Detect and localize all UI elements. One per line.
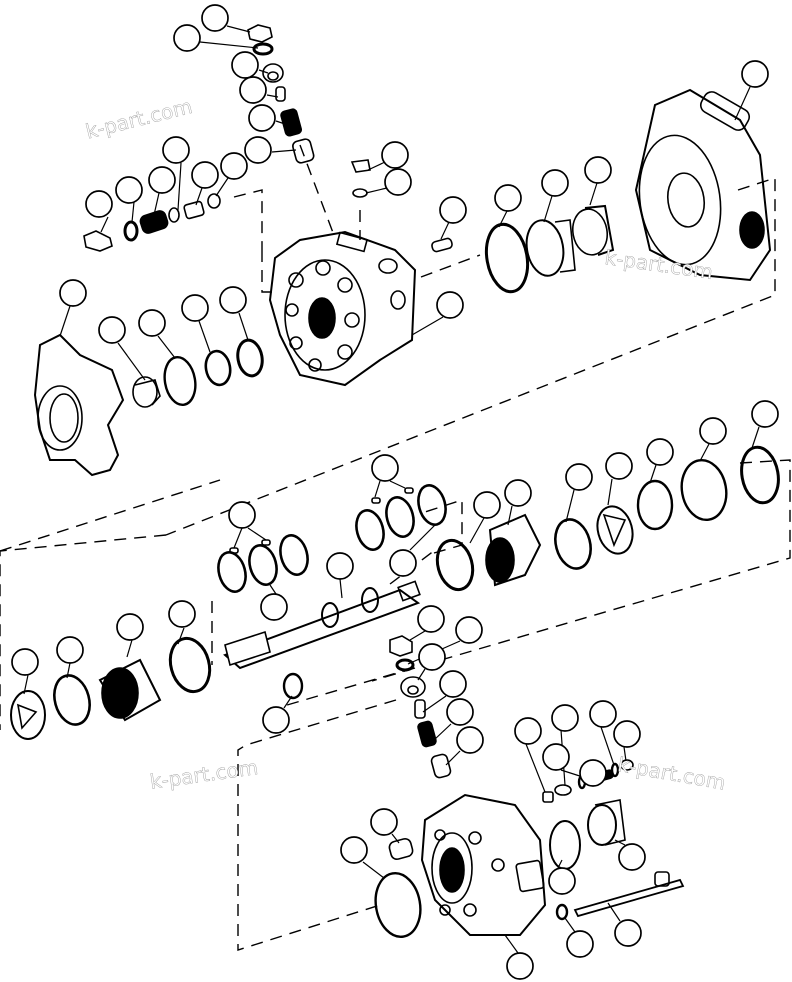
callout-circle <box>605 452 633 480</box>
upper-right-parts <box>484 88 772 294</box>
callout-circle <box>116 613 144 641</box>
callout-circle <box>741 60 769 88</box>
callout-circle <box>11 648 39 676</box>
callout-circle <box>98 316 126 344</box>
callout-circle <box>542 743 570 771</box>
callout-circle <box>262 706 290 734</box>
callout-circle <box>551 704 579 732</box>
callout-circle <box>248 104 276 132</box>
plug-set-left <box>83 193 221 252</box>
callout-circle <box>389 549 417 577</box>
middle-row-parts <box>217 445 780 670</box>
callout-circle <box>220 152 248 180</box>
callout-circle <box>85 190 113 218</box>
callout-circle <box>566 930 594 958</box>
callout-circle <box>228 501 256 529</box>
callout-circle <box>173 24 201 52</box>
callout-circle <box>473 491 501 519</box>
callout-circle <box>417 605 445 633</box>
callout-circle <box>148 166 176 194</box>
callout-circle <box>340 836 368 864</box>
relief-valve-stack-bottom <box>389 635 452 779</box>
callout-circle <box>436 291 464 319</box>
callout-circle <box>541 169 569 197</box>
callout-circle <box>589 700 617 728</box>
callout-circle <box>162 136 190 164</box>
callout-circle <box>56 636 84 664</box>
callout-circles <box>11 4 779 980</box>
callout-circle <box>456 726 484 754</box>
callout-circle <box>614 919 642 947</box>
callout-circle <box>219 286 247 314</box>
callout-circle <box>699 417 727 445</box>
callout-circle <box>455 616 483 644</box>
callout-circle <box>418 643 446 671</box>
callout-circle <box>191 161 219 189</box>
callout-circle <box>239 76 267 104</box>
callout-circle <box>613 720 641 748</box>
callout-circle <box>384 168 412 196</box>
callout-circle <box>181 294 209 322</box>
relief-valve-stack-top <box>247 24 315 164</box>
callout-circle <box>584 156 612 184</box>
lower-left-rings <box>10 636 304 740</box>
callout-circle <box>506 952 534 980</box>
callout-circle <box>514 717 542 745</box>
callout-circle <box>565 463 593 491</box>
callout-circle <box>381 141 409 169</box>
callout-circle <box>138 309 166 337</box>
left-flange-and-rings <box>33 333 264 477</box>
callout-circle <box>326 552 354 580</box>
callout-circle <box>115 176 143 204</box>
callout-circle <box>504 479 532 507</box>
callout-circle <box>260 593 288 621</box>
callout-circle <box>231 51 259 79</box>
callout-circle <box>751 400 779 428</box>
callout-circle <box>646 438 674 466</box>
bottom-housing <box>374 793 685 938</box>
callout-circle <box>201 4 229 32</box>
callout-circle <box>244 136 272 164</box>
callout-circle <box>579 759 607 787</box>
leader-lines <box>23 25 760 954</box>
callout-circle <box>618 843 646 871</box>
callout-circle <box>494 184 522 212</box>
callout-circle <box>371 454 399 482</box>
callout-circle <box>446 698 474 726</box>
callout-circle <box>439 196 467 224</box>
callout-circle <box>370 808 398 836</box>
callout-circle <box>59 279 87 307</box>
center-housing-upper <box>268 159 453 387</box>
callout-circle <box>439 670 467 698</box>
callout-circle <box>548 867 576 895</box>
callout-circle <box>168 600 196 628</box>
